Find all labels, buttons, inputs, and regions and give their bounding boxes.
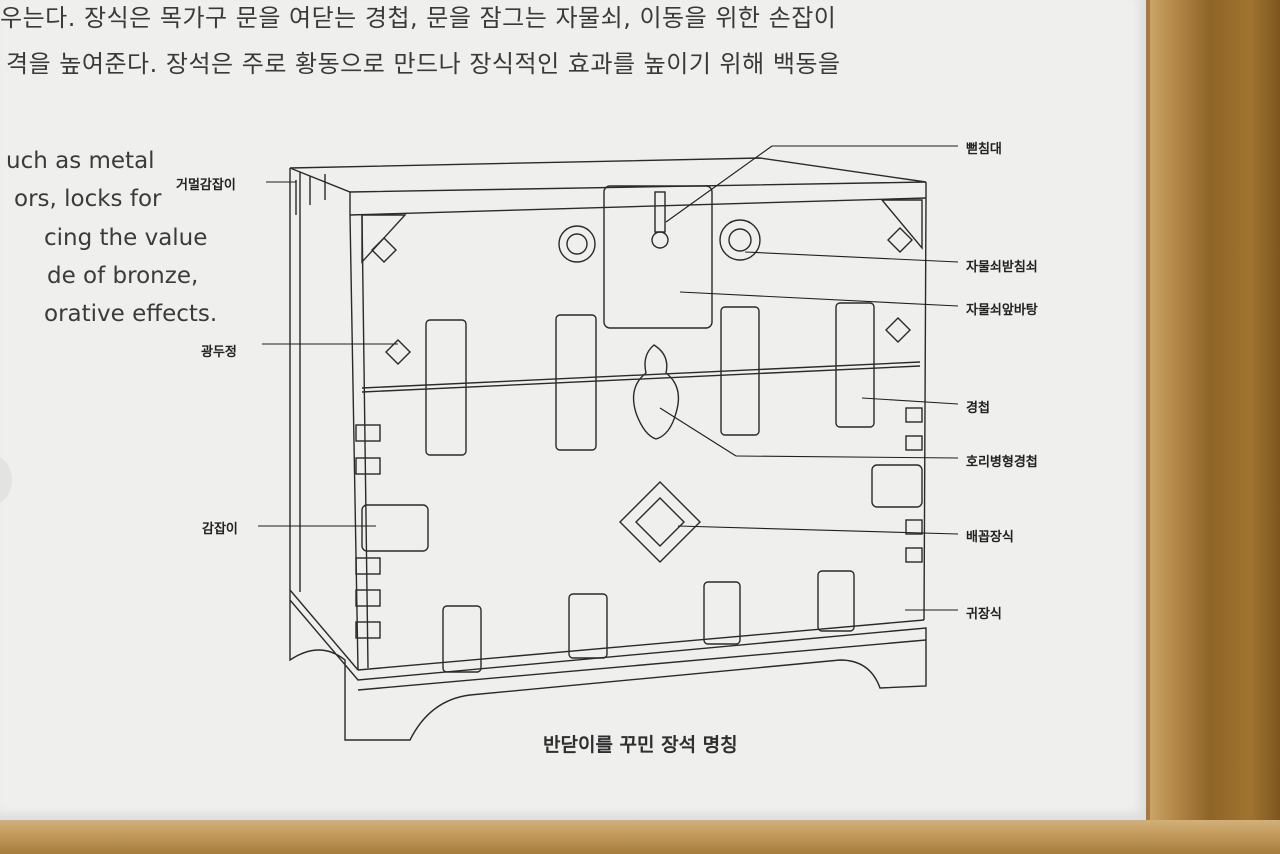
label-ppeonchimdae: 뻗침대 bbox=[966, 142, 1002, 157]
english-text-line-3: cing the value bbox=[44, 225, 208, 251]
label-geomeol-gamjabi: 거멀감잡이 bbox=[176, 178, 236, 193]
panel-hole bbox=[0, 455, 12, 505]
label-gamjabi: 감잡이 bbox=[202, 522, 238, 537]
bandaji-chest-drawing bbox=[258, 145, 959, 741]
label-gwangdujeong: 광두정 bbox=[201, 345, 237, 360]
korean-text-line-1: 우는다. 장식은 목가구 문을 여닫는 경첩, 문을 잠그는 자물쇠, 이동을 … bbox=[0, 4, 837, 32]
wooden-frame-bottom bbox=[0, 820, 1280, 854]
wooden-frame-right bbox=[1150, 0, 1280, 854]
label-baekkop-jangsik: 배꼽장식 bbox=[966, 530, 1014, 545]
label-horibyeong-gyeongcheop: 호리병형경첩 bbox=[966, 455, 1038, 470]
english-text-line-1: uch as metal bbox=[6, 148, 155, 174]
label-gwi-jangsik: 귀장식 bbox=[966, 607, 1002, 622]
label-gyeongcheop: 경첩 bbox=[966, 401, 990, 416]
korean-text-line-2: 격을 높여준다. 장석은 주로 황동으로 만드나 장식적인 효과를 높이기 위해… bbox=[6, 50, 841, 78]
english-text-line-4: de of bronze, bbox=[47, 263, 199, 289]
figure-caption: 반닫이를 꾸민 장석 명칭 bbox=[543, 734, 738, 756]
label-jamulsoe-apbatang: 자물쇠앞바탕 bbox=[966, 303, 1038, 318]
english-text-line-5: orative effects. bbox=[44, 301, 218, 327]
exhibit-panel: 우는다. 장식은 목가구 문을 여닫는 경첩, 문을 잠그는 자물쇠, 이동을 … bbox=[0, 0, 1146, 820]
label-jamulsoe-batchimsoe: 자물쇠받침쇠 bbox=[966, 260, 1038, 275]
english-text-line-2: ors, locks for bbox=[14, 186, 162, 212]
